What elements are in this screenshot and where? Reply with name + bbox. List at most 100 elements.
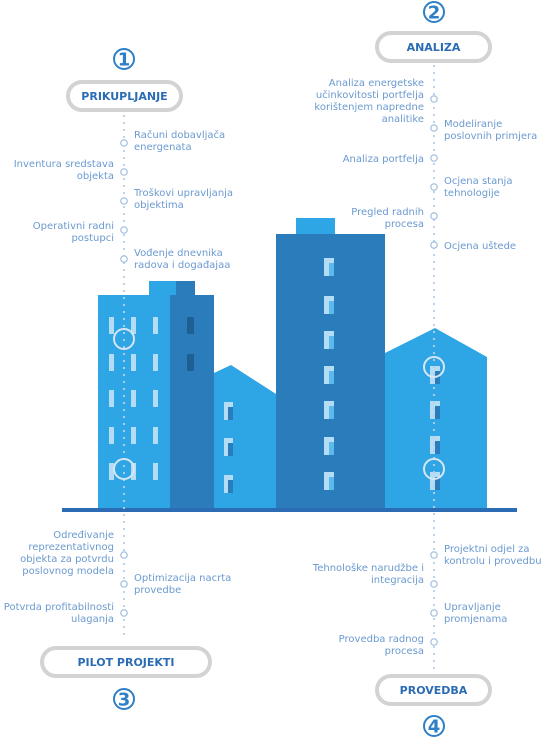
timeline-dot [122,268,126,272]
timeline-dot [122,464,126,468]
phase-number-4: 4 [423,715,445,738]
step-label-line: kontrolu i provedbu [444,556,542,567]
timeline-dot [432,393,436,397]
timeline-dot [432,540,436,544]
svg-text:4: 4 [428,717,441,738]
timeline-dot [122,121,126,125]
step-label-line: Upravljanje [444,602,501,613]
step-label-line: Određivanje [53,530,114,541]
timeline-node [430,95,438,103]
timeline-node [120,197,128,205]
timeline-dot [122,422,126,426]
timeline-dot [432,533,436,537]
timeline-dot [122,387,126,391]
timeline-dot [122,408,126,412]
timeline-dot [122,401,126,405]
timeline-dot [432,71,436,75]
step-label: Analiza portfelja [343,154,424,165]
building-3-roof [296,218,335,234]
window [324,406,329,419]
timeline-dot [432,197,436,201]
timeline-dot [122,471,126,475]
window [224,438,233,443]
timeline-dot [432,344,436,348]
step-label-line: Troškovi upravljanja [133,187,233,199]
window [329,442,334,455]
window [153,390,158,407]
timeline-dot [432,568,436,572]
timeline-dot [432,141,436,145]
timeline-dot [432,330,436,334]
step-label-line: Analiza energetske [329,78,424,89]
timeline-dot [122,149,126,153]
window [430,472,440,477]
window [329,371,334,384]
timeline-dot [432,232,436,236]
timeline-dot [432,351,436,355]
window [324,401,334,406]
timeline-dot [432,134,436,138]
timeline-dot [122,233,126,237]
window [430,477,435,490]
window [153,354,158,371]
timeline-dot [122,366,126,370]
timeline-dot [122,632,126,636]
timeline-node [120,255,128,263]
buildings-illustration [62,218,517,512]
timeline-dot [122,429,126,433]
timeline-dot [122,604,126,608]
window [324,336,329,349]
phase-pill-prikupljanje: PRIKUPLJANJE [66,80,183,112]
svg-text:ANALIZA: ANALIZA [407,41,461,54]
timeline-dot [122,317,126,321]
timeline-dot [432,435,436,439]
step-label-line: korištenjem napredne [314,101,424,113]
timeline-dot [432,337,436,341]
phase-number-3: 3 [113,688,135,711]
phase-number-2: 2 [423,1,445,24]
window [131,427,136,444]
timeline-dot [122,338,126,342]
timeline-dot [432,302,436,306]
window [435,441,440,454]
timeline-node [120,551,128,559]
window [435,406,440,419]
timeline-dot [432,190,436,194]
step-label-line: postupci [71,233,114,244]
timeline-dot [432,148,436,152]
timeline-dot [432,379,436,383]
timeline-dot [122,156,126,160]
timeline-dot [432,365,436,369]
timeline-dot [432,295,436,299]
timeline-dot [122,394,126,398]
window [329,301,334,314]
timeline-dot [122,436,126,440]
timeline-dot [122,282,126,286]
timeline-dot [122,331,126,335]
window [430,406,435,419]
timeline-node [120,139,128,147]
step-label-line: objektima [134,200,184,211]
window [324,477,329,490]
timeline-dot [432,617,436,621]
timeline-dot [122,303,126,307]
timeline-dot [122,625,126,629]
timeline-dot [122,443,126,447]
svg-text:PRIKUPLJANJE: PRIKUPLJANJE [81,90,167,103]
step-label-line: energenata [134,142,192,153]
timeline-dot [432,309,436,313]
timeline-dot [432,484,436,488]
window [430,401,440,406]
timeline-dot [432,526,436,530]
timeline-dot [432,372,436,376]
timeline-dot [432,512,436,516]
